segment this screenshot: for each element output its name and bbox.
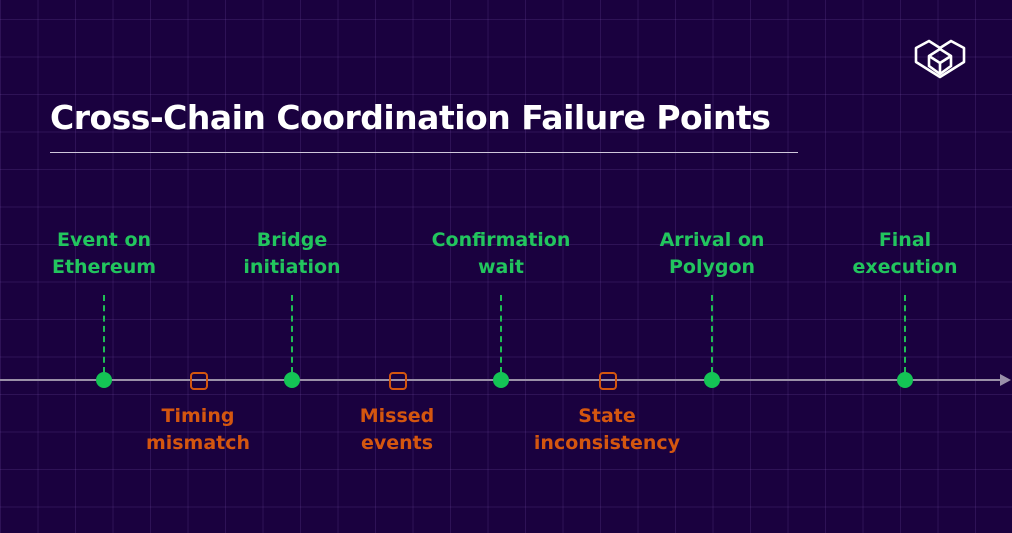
stage-connector bbox=[500, 295, 502, 373]
title-divider bbox=[50, 152, 798, 153]
stage-label: Event on Ethereum bbox=[14, 227, 194, 281]
failure-marker-icon bbox=[389, 372, 407, 390]
stage-label-line: wait bbox=[478, 256, 524, 278]
failure-marker-icon bbox=[190, 372, 208, 390]
failure-label: Missed events bbox=[297, 403, 497, 457]
failure-label-line: State bbox=[578, 405, 636, 427]
stage-dot-icon bbox=[284, 372, 300, 388]
stage-label-line: initiation bbox=[243, 256, 341, 278]
stage-connector bbox=[103, 295, 105, 373]
failure-label-line: Missed bbox=[359, 405, 435, 427]
failure-label-line: mismatch bbox=[145, 432, 251, 454]
stage-dot-icon bbox=[704, 372, 720, 388]
failure-label-line: events bbox=[360, 432, 434, 454]
stage-label-line: Polygon bbox=[668, 256, 756, 278]
stage-label-line: Arrival on bbox=[659, 229, 765, 251]
stage-dot-icon bbox=[493, 372, 509, 388]
stage-label: Arrival on Polygon bbox=[622, 227, 802, 281]
stage-connector bbox=[904, 295, 906, 373]
stage-label-line: Bridge bbox=[256, 229, 328, 251]
stage-connector bbox=[291, 295, 293, 373]
stage-dot-icon bbox=[96, 372, 112, 388]
failure-label-line: inconsistency bbox=[533, 432, 681, 454]
stage-label-line: execution bbox=[852, 256, 958, 278]
stage-label-line: Confirmation bbox=[431, 229, 571, 251]
stage-connector bbox=[711, 295, 713, 373]
failure-label: State inconsistency bbox=[507, 403, 707, 457]
stage-dot-icon bbox=[897, 372, 913, 388]
stage-label-line: Event on bbox=[56, 229, 152, 251]
stage-label-line: Ethereum bbox=[51, 256, 157, 278]
failure-label-line: Timing bbox=[161, 405, 235, 427]
stage-label: Final execution bbox=[815, 227, 995, 281]
stage-label: Confirmation wait bbox=[411, 227, 591, 281]
failure-label: Timing mismatch bbox=[98, 403, 298, 457]
page-title: Cross-Chain Coordination Failure Points bbox=[50, 98, 771, 137]
timeline-arrow-icon bbox=[1000, 374, 1011, 386]
cube-heart-logo-icon bbox=[914, 39, 966, 79]
failure-marker-icon bbox=[599, 372, 617, 390]
stage-label: Bridge initiation bbox=[202, 227, 382, 281]
stage-label-line: Final bbox=[878, 229, 932, 251]
